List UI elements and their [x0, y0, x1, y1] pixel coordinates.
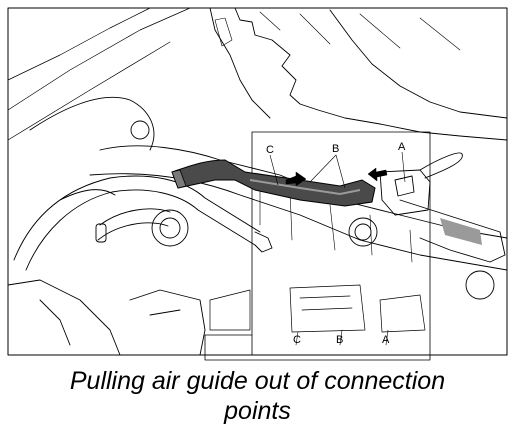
panel-hatch	[214, 11, 461, 51]
figure-caption: Pulling air guide out of connection poin…	[0, 366, 515, 442]
lower-center-part	[129, 289, 206, 356]
round-cutout-right	[465, 270, 495, 300]
hose-clamp	[95, 223, 107, 243]
callout-a-top: A	[398, 141, 406, 153]
round-cutout-inner	[354, 223, 372, 241]
callout-c-inset: C	[293, 334, 301, 346]
engine-bay-illustration: C B A C B A	[7, 7, 508, 361]
pipe-end	[254, 231, 273, 253]
leader-b-top-2	[335, 154, 346, 189]
bracket-lines	[259, 184, 413, 263]
duct-right-fill	[440, 218, 482, 245]
caption-line-2: points	[224, 397, 291, 425]
inset-components	[209, 284, 426, 333]
pull-arrow-left-icon	[285, 171, 307, 187]
clip-bracket	[379, 169, 431, 216]
hose-lower	[97, 208, 171, 241]
inset-leader-lines	[295, 329, 389, 346]
callout-b-inset: B	[336, 334, 343, 346]
cooling-pipe	[13, 175, 261, 261]
callout-c-top: C	[266, 144, 274, 156]
duct-end-cap	[171, 169, 187, 189]
round-part-left-inner	[159, 217, 181, 239]
leader-b-top-1	[309, 154, 337, 183]
clip-tab	[394, 175, 415, 197]
wire-loop	[419, 152, 463, 179]
callout-a-inset: A	[382, 334, 390, 346]
duct-right-outline	[399, 199, 506, 263]
fender-left	[7, 7, 191, 141]
fender-curves	[29, 96, 155, 201]
callout-b-top: B	[332, 143, 339, 155]
leader-a-top	[401, 151, 406, 183]
hole-left	[130, 120, 150, 140]
firewall-structure	[89, 145, 508, 271]
round-part-left	[151, 209, 189, 247]
lower-left-part	[7, 279, 121, 356]
leader-c-top	[269, 154, 279, 186]
upper-panel	[234, 7, 508, 141]
round-cutout	[348, 217, 378, 247]
caption-line-1: Pulling air guide out of connection	[69, 367, 446, 395]
upper-panel-inner	[209, 7, 508, 119]
air-guide-highlight	[249, 179, 361, 196]
inset-bottom-tab	[204, 334, 431, 361]
cooling-pipe-lower	[25, 189, 256, 271]
pull-arrow-right-icon	[367, 167, 388, 182]
